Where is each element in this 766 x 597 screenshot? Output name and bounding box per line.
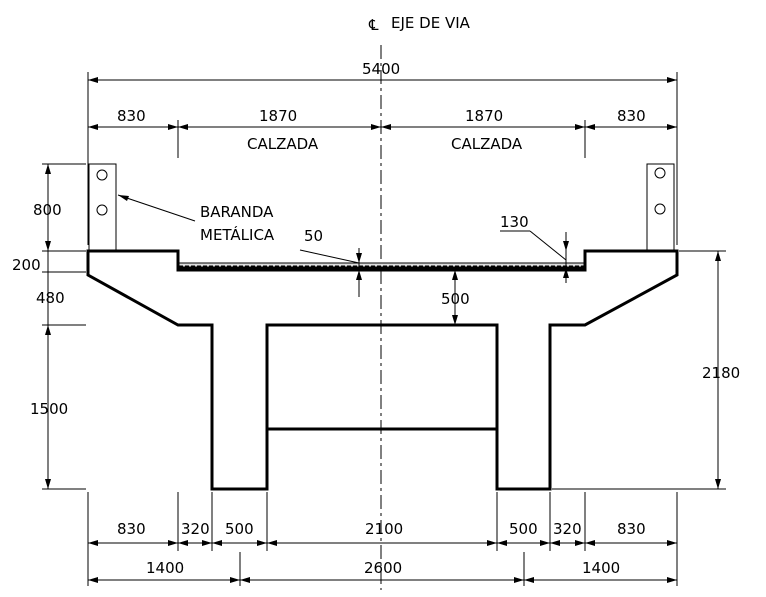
dim-bottom-3: 500 [225,520,254,538]
dim-last-1: 1400 [146,559,184,577]
dim-pavement: 50 [304,227,323,245]
label-metalica: METÁLICA [200,225,275,244]
centerline-label: EJE DE VIA [391,14,471,32]
section-outline [86,249,679,491]
centerline-symbol: ℄ [368,16,379,34]
dim-bottom-1: 830 [117,520,146,538]
dim-slab-edge: 200 [12,256,41,274]
dim-web-depth: 1500 [30,400,68,418]
dim-bottom-slab: 500 [441,290,470,308]
dim-last-2: 2600 [364,559,402,577]
dim-bottom-7: 830 [617,520,646,538]
dim-total-height: 2180 [702,364,740,382]
dim-bottom-5: 500 [509,520,538,538]
dim-haunch: 480 [36,289,65,307]
label-calzada-right: CALZADA [451,135,523,153]
railing-leader [117,194,196,222]
railing-right [646,163,675,251]
label-baranda: BARANDA [200,203,274,221]
dim-calzada-left: 1870 [259,107,297,125]
dim-total-width: 5400 [362,60,400,78]
railing-left [88,163,117,251]
dim-bottom-4: 2100 [365,520,403,538]
dim-top-left-overhang: 830 [117,107,146,125]
label-calzada-left: CALZADA [247,135,319,153]
dim-top-right-overhang: 830 [617,107,646,125]
dim-calzada-right: 1870 [465,107,503,125]
dim-railing-height: 800 [33,201,62,219]
dim-top-offset: 130 [500,213,529,231]
dim-last-3: 1400 [582,559,620,577]
dim-bottom-6: 320 [553,520,582,538]
dim-bottom-2: 320 [181,520,210,538]
